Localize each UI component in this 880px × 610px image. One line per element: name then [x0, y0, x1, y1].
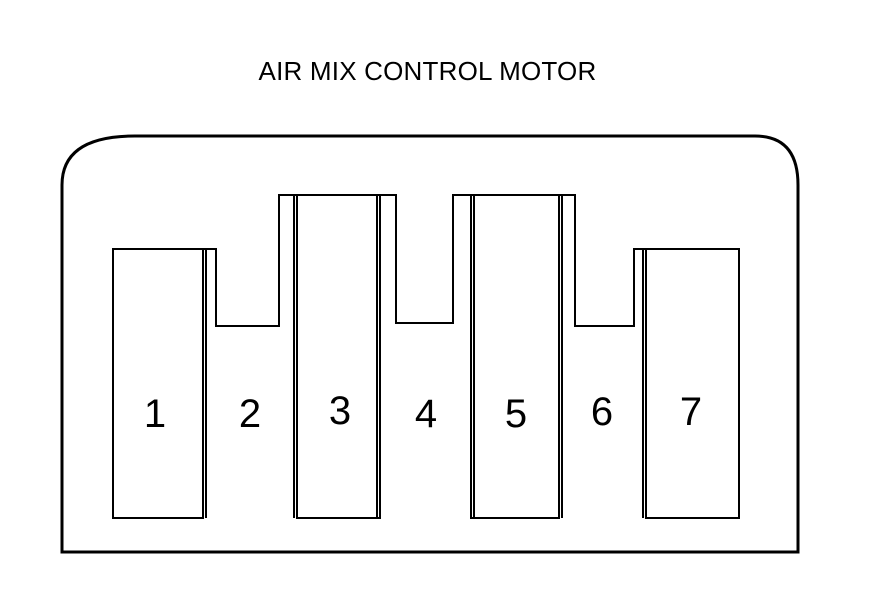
connector-housing	[60, 134, 800, 554]
pin-7-label: 7	[680, 390, 702, 434]
pin-4-label: 4	[415, 392, 437, 436]
pin-7-outline	[645, 248, 740, 519]
pin-1-label: 1	[144, 392, 166, 436]
pin-1-outline	[112, 248, 204, 519]
pin-outlines	[112, 194, 740, 519]
diagram-title: AIR MIX CONTROL MOTOR	[258, 56, 597, 86]
pin-5-label: 5	[505, 392, 527, 436]
pin-5-outline	[470, 194, 560, 519]
pin-6-label: 6	[591, 390, 613, 434]
pin-2-outline	[202, 194, 298, 518]
pin-4-outline	[379, 194, 472, 518]
pin-3-label: 3	[329, 389, 351, 433]
pin-2-label: 2	[239, 392, 261, 436]
pin-6-outline	[558, 194, 647, 518]
pin-3-outline	[296, 194, 381, 519]
